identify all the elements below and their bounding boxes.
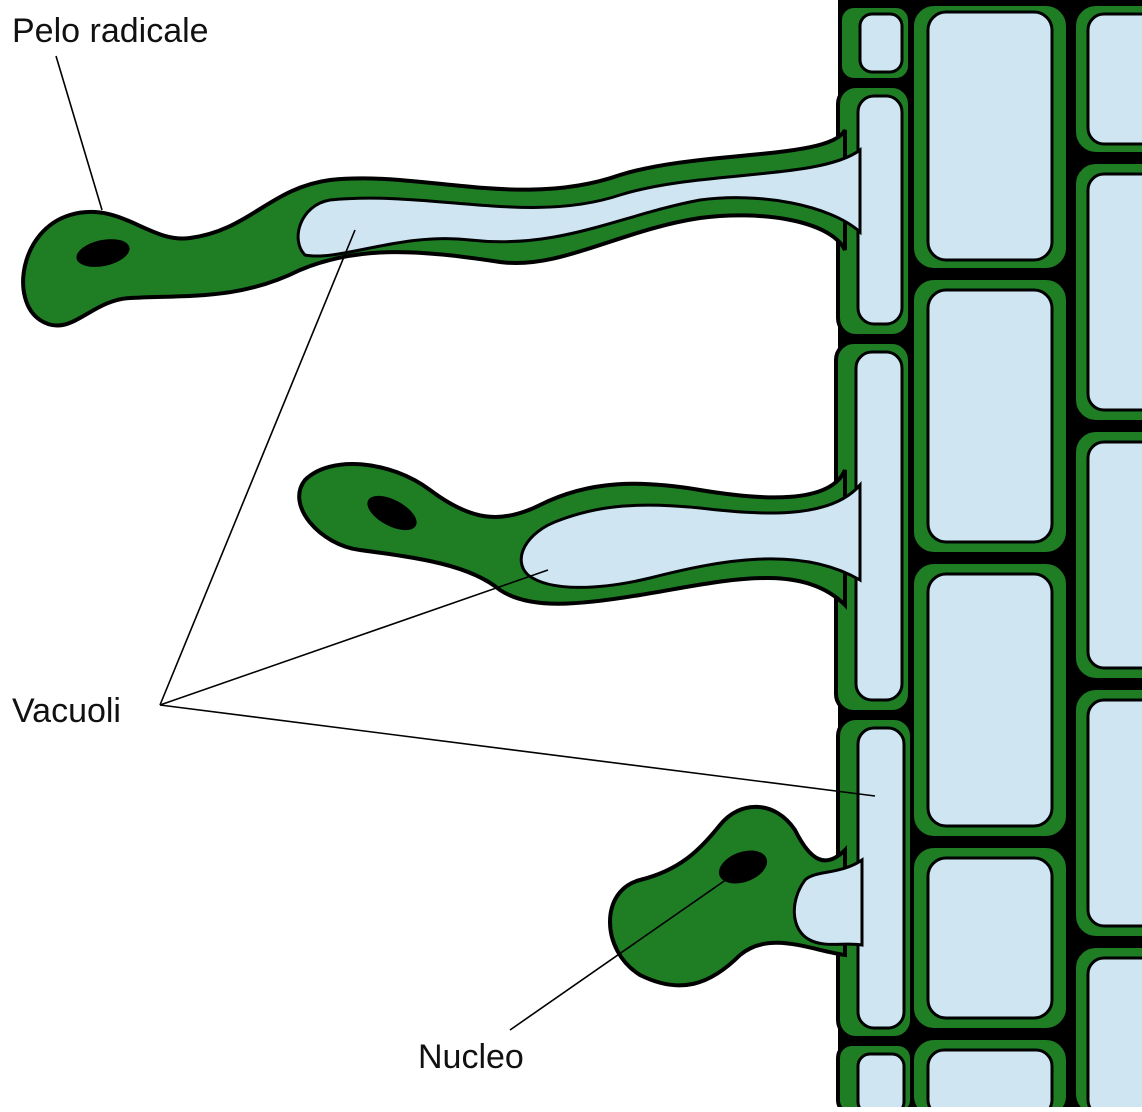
leader-vacuole-3: [160, 705, 875, 796]
label-root-hair: Pelo radicale: [12, 14, 209, 48]
leader-root-hair: [56, 56, 102, 210]
root-hair-middle: [299, 464, 860, 605]
label-nucleus: Nucleo: [418, 1040, 524, 1074]
root-hair-top: [23, 130, 860, 326]
root-hair-bottom: [610, 807, 862, 986]
label-vacuoles: Vacuoli: [12, 694, 121, 728]
leader-vacuole-2: [160, 570, 548, 705]
